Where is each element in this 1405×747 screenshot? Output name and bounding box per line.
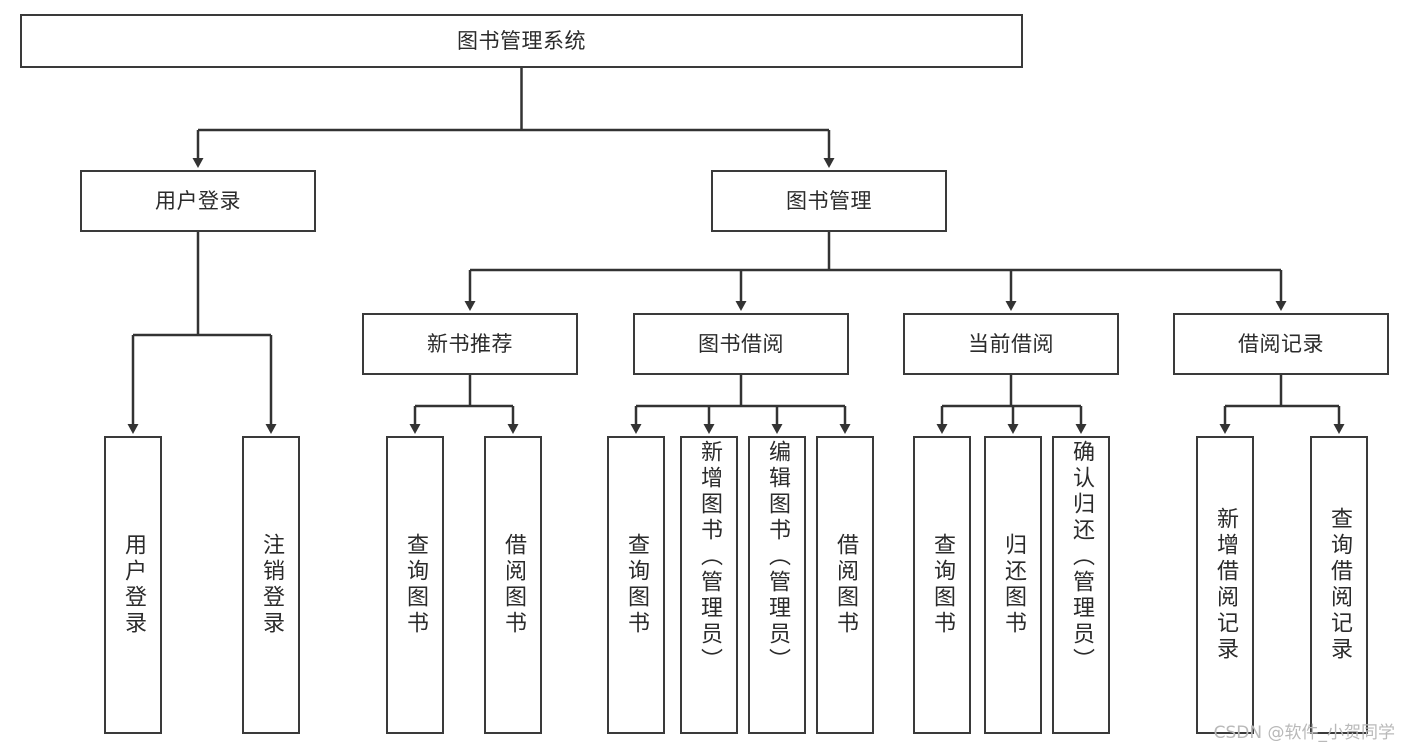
level2-node-current-borrow[interactable]: 当前借阅 (903, 313, 1119, 375)
node-label: 新书推荐 (427, 331, 513, 356)
node-label: 当前借阅 (968, 331, 1054, 356)
node-label: 查询图书 (403, 533, 428, 637)
node-label: 图书管理 (786, 188, 872, 213)
node-label: 编辑图书（管理员） (765, 440, 790, 674)
leaf-node-leaf-borrow-book-rec[interactable]: 借阅图书 (484, 436, 542, 734)
connector-group (127, 68, 1345, 434)
leaf-node-leaf-borrow-book[interactable]: 借阅图书 (816, 436, 874, 734)
root-node-root[interactable]: 图书管理系统 (20, 14, 1023, 68)
node-label: 图书管理系统 (457, 28, 586, 53)
node-label: 图书借阅 (698, 331, 784, 356)
leaf-node-leaf-add-book-admin[interactable]: 新增图书（管理员） (680, 436, 738, 734)
leaf-node-leaf-query-book-cur[interactable]: 查询图书 (913, 436, 971, 734)
node-label: 归还图书 (1001, 533, 1026, 637)
level2-node-new-book-rec[interactable]: 新书推荐 (362, 313, 578, 375)
leaf-node-leaf-edit-book-admin[interactable]: 编辑图书（管理员） (748, 436, 806, 734)
node-label: 新增图书（管理员） (697, 440, 722, 674)
node-label: 借阅图书 (501, 533, 526, 637)
leaf-node-leaf-query-book-rec[interactable]: 查询图书 (386, 436, 444, 734)
node-label: 查询图书 (624, 533, 649, 637)
leaf-node-leaf-confirm-return-admin[interactable]: 确认归还（管理员） (1052, 436, 1110, 734)
node-label: 查询图书 (930, 533, 955, 637)
node-label: 确认归还（管理员） (1069, 440, 1094, 674)
leaf-node-leaf-query-borrow-record[interactable]: 查询借阅记录 (1310, 436, 1368, 734)
level1-node-book-manage[interactable]: 图书管理 (711, 170, 947, 232)
node-label: 借阅图书 (833, 533, 858, 637)
node-label: 用户登录 (155, 188, 241, 213)
level2-node-borrow-record[interactable]: 借阅记录 (1173, 313, 1389, 375)
node-label: 查询借阅记录 (1327, 507, 1352, 663)
leaf-node-leaf-user-logout[interactable]: 注销登录 (242, 436, 300, 734)
leaf-node-leaf-query-book-borrow[interactable]: 查询图书 (607, 436, 665, 734)
leaf-node-leaf-add-borrow-record[interactable]: 新增借阅记录 (1196, 436, 1254, 734)
leaf-node-leaf-user-login[interactable]: 用户登录 (104, 436, 162, 734)
node-label: 注销登录 (259, 533, 284, 637)
node-label: 借阅记录 (1238, 331, 1324, 356)
node-label: 新增借阅记录 (1213, 507, 1238, 663)
level2-node-book-borrow[interactable]: 图书借阅 (633, 313, 849, 375)
level1-node-user-login[interactable]: 用户登录 (80, 170, 316, 232)
node-label: 用户登录 (121, 533, 146, 637)
leaf-node-leaf-return-book[interactable]: 归还图书 (984, 436, 1042, 734)
